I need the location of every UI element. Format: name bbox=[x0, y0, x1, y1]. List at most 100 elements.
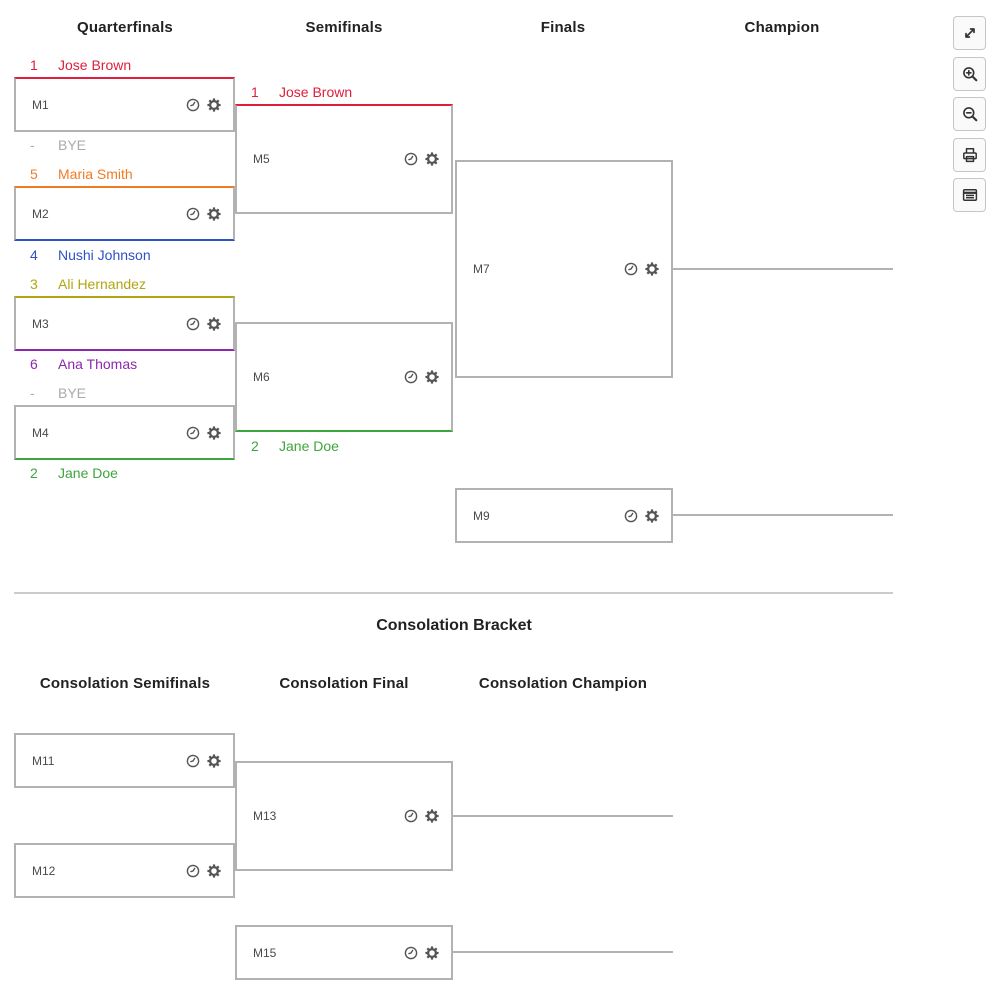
print-button[interactable] bbox=[953, 138, 986, 172]
zoom-in-icon bbox=[960, 64, 980, 84]
table-view-icon bbox=[960, 185, 980, 205]
participant-row-maria-smith: 5 Maria Smith bbox=[30, 165, 133, 183]
seed-number: 2 bbox=[251, 438, 259, 454]
table-view-button[interactable] bbox=[953, 178, 986, 212]
match-label-m3: M3 bbox=[32, 316, 49, 331]
clock-icon[interactable] bbox=[186, 426, 200, 440]
settings-gear-icon[interactable] bbox=[207, 97, 221, 112]
seed-number: 3 bbox=[30, 276, 38, 292]
settings-gear-icon[interactable] bbox=[207, 863, 221, 878]
clock-icon[interactable] bbox=[186, 754, 200, 768]
clock-icon[interactable] bbox=[186, 317, 200, 331]
match-label-m7: M7 bbox=[473, 262, 490, 276]
match-label-m6: M6 bbox=[253, 370, 270, 384]
participant-row-ali-hernandez: 3 Ali Hernandez bbox=[30, 275, 146, 293]
clock-icon[interactable] bbox=[186, 98, 200, 112]
seed-number: - bbox=[30, 385, 35, 401]
round-header-consolation-semifinals: Consolation Semifinals bbox=[39, 675, 211, 692]
match-box-m1: M1 bbox=[14, 77, 235, 132]
participant-name: Jane Doe bbox=[279, 438, 339, 454]
round-header-champion: Champion bbox=[744, 19, 820, 36]
match-box-m9: M9 bbox=[455, 488, 673, 543]
match-label-m2: M2 bbox=[32, 206, 49, 221]
match-box-m12: M12 bbox=[14, 843, 235, 898]
clock-icon[interactable] bbox=[404, 809, 418, 823]
match-actions bbox=[186, 425, 221, 440]
match-actions bbox=[186, 97, 221, 112]
match-actions bbox=[404, 370, 439, 384]
settings-gear-icon[interactable] bbox=[425, 945, 439, 960]
section-divider bbox=[14, 592, 893, 594]
participant-name: Maria Smith bbox=[58, 166, 133, 182]
match-actions bbox=[624, 508, 659, 523]
seed-number: - bbox=[30, 137, 35, 153]
clock-icon[interactable] bbox=[404, 946, 418, 960]
round-header-semifinals: Semifinals bbox=[305, 19, 383, 36]
participant-name: Ana Thomas bbox=[58, 356, 138, 372]
match-box-m7: M7 bbox=[455, 160, 673, 378]
participant-row-jose-brown: 1 Jose Brown bbox=[30, 56, 131, 74]
settings-gear-icon[interactable] bbox=[425, 370, 439, 384]
participant-name: Ali Hernandez bbox=[58, 276, 146, 292]
match-label-m15: M15 bbox=[253, 945, 277, 960]
settings-gear-icon[interactable] bbox=[207, 753, 221, 768]
match-label-m5: M5 bbox=[253, 152, 270, 166]
expand-icon bbox=[960, 23, 980, 43]
settings-gear-icon[interactable] bbox=[207, 206, 221, 221]
clock-icon[interactable] bbox=[624, 509, 638, 523]
settings-gear-icon[interactable] bbox=[645, 262, 659, 276]
clock-icon[interactable] bbox=[404, 370, 418, 384]
seed-number: 4 bbox=[30, 247, 38, 263]
clock-icon[interactable] bbox=[624, 262, 638, 276]
round-header-finals: Finals bbox=[540, 19, 586, 36]
participant-name: BYE bbox=[58, 385, 87, 401]
round-header-consolation-final: Consolation Final bbox=[279, 675, 409, 692]
match-label-m12: M12 bbox=[32, 863, 56, 878]
participant-row-bye: - BYE bbox=[30, 136, 86, 154]
match-actions bbox=[186, 206, 221, 221]
match-box-m4: M4 bbox=[14, 405, 235, 460]
participant-row-jane-doe-semifinal: 2 Jane Doe bbox=[251, 437, 339, 455]
settings-gear-icon[interactable] bbox=[207, 425, 221, 440]
match-actions bbox=[186, 753, 221, 768]
match-box-m2: M2 bbox=[14, 186, 235, 241]
match-label-m1: M1 bbox=[32, 97, 49, 112]
participant-name: Jose Brown bbox=[58, 57, 132, 73]
match-actions bbox=[404, 945, 439, 960]
match-box-m6: M6 bbox=[235, 322, 453, 432]
zoom-out-icon bbox=[960, 104, 980, 124]
match-actions bbox=[186, 863, 221, 878]
seed-number: 5 bbox=[30, 166, 38, 182]
participant-name: BYE bbox=[58, 137, 87, 153]
consolation-section-title: Consolation Bracket bbox=[376, 617, 532, 634]
zoom-out-button[interactable] bbox=[953, 97, 986, 131]
clock-icon[interactable] bbox=[186, 207, 200, 221]
print-icon bbox=[960, 145, 980, 165]
match-label-m9: M9 bbox=[473, 508, 490, 523]
fullscreen-button[interactable] bbox=[953, 16, 986, 50]
match-box-m3: M3 bbox=[14, 296, 235, 351]
connector-line-consolation-final-to-champion bbox=[453, 815, 673, 817]
match-actions bbox=[624, 262, 659, 276]
match-label-m4: M4 bbox=[32, 425, 49, 440]
seed-number: 1 bbox=[30, 57, 38, 73]
participant-name: Jose Brown bbox=[279, 84, 353, 100]
zoom-in-button[interactable] bbox=[953, 57, 986, 91]
settings-gear-icon[interactable] bbox=[207, 316, 221, 331]
match-actions bbox=[186, 316, 221, 331]
round-header-consolation-champion: Consolation Champion bbox=[478, 675, 648, 692]
settings-gear-icon[interactable] bbox=[425, 809, 439, 823]
participant-row-bye: - BYE bbox=[30, 384, 86, 402]
settings-gear-icon[interactable] bbox=[645, 508, 659, 523]
match-label-m13: M13 bbox=[253, 809, 277, 823]
match-actions bbox=[404, 152, 439, 166]
seed-number: 2 bbox=[30, 465, 38, 481]
settings-gear-icon[interactable] bbox=[425, 152, 439, 166]
match-box-m13: M13 bbox=[235, 761, 453, 871]
clock-icon[interactable] bbox=[404, 152, 418, 166]
clock-icon[interactable] bbox=[186, 864, 200, 878]
